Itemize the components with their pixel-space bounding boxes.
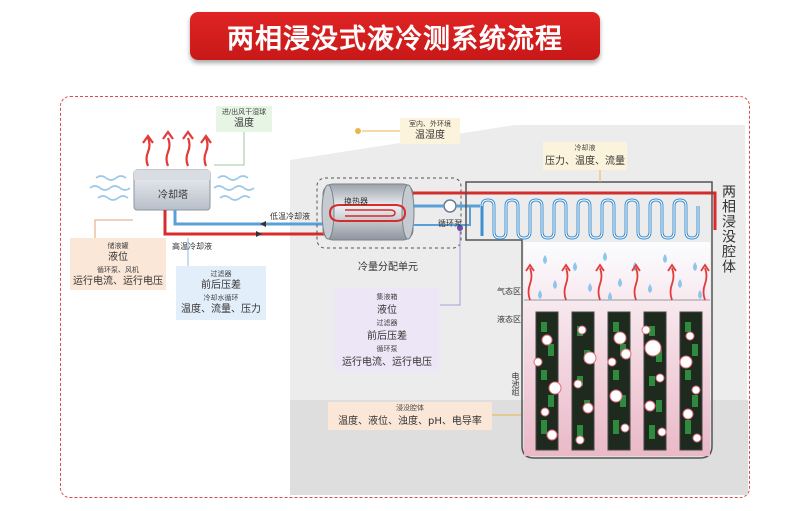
cdu-value3: 运行电流、运行电压 <box>342 357 432 368</box>
filter-title: 过滤器 <box>210 270 232 278</box>
connector-lines <box>214 130 245 166</box>
pipes-tower <box>163 210 330 236</box>
bubble-icons <box>533 325 702 445</box>
airflow-icons <box>89 175 255 201</box>
heat-exchanger-label: 换热器 <box>344 197 368 206</box>
pump-icon <box>443 199 457 213</box>
high-temp-label: 高温冷却液 <box>172 242 212 251</box>
flow-arrows <box>256 221 266 237</box>
coolant-box: 冷却液 压力、温度、流量 <box>543 142 627 170</box>
vapor-arrow-icons <box>525 263 710 301</box>
storage-value: 液位 <box>108 252 128 263</box>
coolant-return-pipe <box>413 206 471 226</box>
filter-value: 前后压差 <box>201 280 241 291</box>
condensate-droplet-icons <box>538 252 702 301</box>
cdu-title2: 过滤器 <box>376 319 398 327</box>
filter-title2: 冷却水循环 <box>203 294 239 302</box>
cdu-box: 集液箱 液位 过滤器 前后压差 循环泵 运行电流、运行电压 <box>335 288 439 371</box>
storage-title: 储液罐 <box>107 242 129 250</box>
cdu-value: 液位 <box>377 305 397 316</box>
cdu-title: 集液箱 <box>376 293 398 301</box>
storage-title2: 循环泵、风机 <box>97 266 139 274</box>
diagram-frame <box>60 96 750 498</box>
pump-label: 循环泵 <box>438 219 462 228</box>
coolant-value: 压力、温度、流量 <box>545 156 625 167</box>
tank-value: 温度、液位、浊度、pH、电导率 <box>338 416 482 427</box>
page-title: 两相浸没式液冷测系统流程 <box>190 12 600 60</box>
room-env-box: 室内、外环境 温湿度 <box>400 118 460 144</box>
hot-vapor-pipe <box>413 191 717 230</box>
inlet-air-box: 进/出风干湿球 温度 <box>216 106 272 132</box>
tank-vertical-title: 两相浸没腔体 <box>720 184 736 274</box>
battery-group-label: 电池组 <box>511 372 520 396</box>
tank-title: 浸没腔体 <box>396 404 424 412</box>
room-env-title: 室内、外环境 <box>409 120 451 128</box>
cdu-value2: 前后压差 <box>367 331 407 342</box>
storage-value2: 运行电流、运行电压 <box>73 276 163 287</box>
tank-box: 浸没腔体 温度、液位、浊度、pH、电导率 <box>328 402 492 430</box>
liquid-zone-label: 液态区 <box>497 315 521 324</box>
cdu-title3: 循环泵 <box>376 345 398 353</box>
gas-zone-label: 气态区 <box>497 287 521 296</box>
cdu-group <box>316 177 462 249</box>
heat-arrow-icons <box>142 130 212 167</box>
heat-exchanger <box>321 183 415 241</box>
cdu-unit-label: 冷量分配单元 <box>358 262 418 273</box>
room-env-value: 温湿度 <box>415 130 445 141</box>
cooling-tower <box>133 169 211 211</box>
cooling-tower-label: 冷却塔 <box>158 190 188 201</box>
coolant-title: 冷却液 <box>574 144 596 152</box>
storage-box: 储液罐 液位 循环泵、风机 运行电流、运行电压 <box>70 238 166 290</box>
inlet-air-title: 进/出风干湿球 <box>221 108 267 116</box>
filter-value2: 温度、流量、压力 <box>181 304 261 315</box>
filter-box: 过滤器 前后压差 冷却水循环 温度、流量、压力 <box>176 266 266 320</box>
inlet-air-value: 温度 <box>234 118 254 129</box>
low-temp-label: 低温冷却液 <box>270 212 310 221</box>
